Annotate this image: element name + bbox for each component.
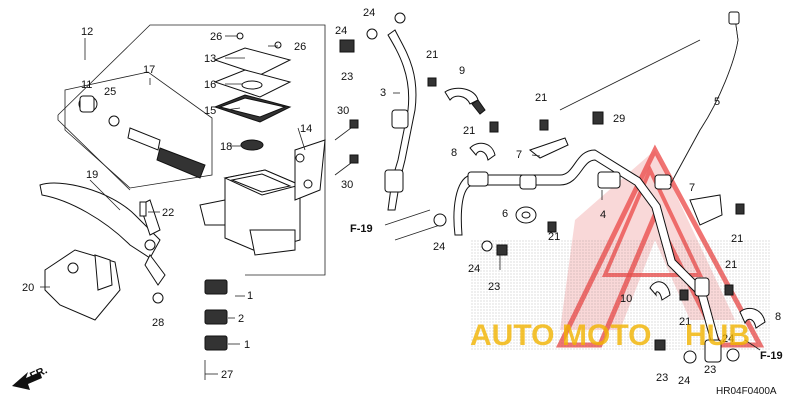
clamp-6 <box>515 206 537 224</box>
callout-7a: 7 <box>516 149 522 161</box>
callout-18: 18 <box>220 141 232 153</box>
callout-21c: 21 <box>535 92 547 104</box>
callout-21f: 21 <box>725 259 737 271</box>
callout-11: 11 <box>81 79 92 91</box>
callout-21a: 21 <box>426 49 438 61</box>
brake-hose-3 <box>339 12 417 211</box>
callout-23c: 23 <box>656 372 668 384</box>
callout-10: 10 <box>620 293 632 305</box>
callout-2: 2 <box>238 313 244 325</box>
brake-pipe-5 <box>669 11 740 186</box>
callout-3: 3 <box>380 87 386 99</box>
callout-30b: 30 <box>341 179 353 191</box>
callout-21b: 21 <box>463 125 475 137</box>
front-label: FR. <box>28 364 49 382</box>
callout-8b: 8 <box>775 311 781 323</box>
master-cylinder-body <box>199 139 326 256</box>
callout-15: 15 <box>204 105 216 117</box>
callout-13: 13 <box>204 53 216 65</box>
callout-24e: 24 <box>722 333 734 345</box>
ref-label-right: F-19 <box>760 350 783 362</box>
callout-8a: 8 <box>451 147 457 159</box>
callout-24a: 24 <box>363 7 375 19</box>
clamp-8-right <box>739 307 766 329</box>
leader-lines <box>40 35 761 375</box>
callout-23d: 23 <box>704 364 716 376</box>
brake-pipes-4 <box>453 149 722 363</box>
callout-17: 17 <box>143 64 155 76</box>
watermark-moto: MOTO <box>562 319 651 352</box>
ref-label-left: F-19 <box>350 223 373 235</box>
pivot-bolt-and-nut <box>139 201 164 304</box>
clamp-8-left <box>469 142 496 161</box>
callout-20: 20 <box>22 282 34 294</box>
callout-27: 27 <box>221 369 233 381</box>
callout-24b: 24 <box>335 25 347 37</box>
clamp-10 <box>649 281 671 301</box>
callout-28: 28 <box>152 317 164 329</box>
brake-lever <box>39 182 166 286</box>
callout-14: 14 <box>300 123 312 135</box>
callout-30a: 30 <box>337 105 349 117</box>
callout-4: 4 <box>600 209 606 221</box>
front-direction-arrow <box>12 372 42 390</box>
callout-29: 29 <box>613 113 625 125</box>
callout-19: 19 <box>86 169 98 181</box>
diagram-code: HR04F0400A <box>716 386 777 397</box>
callout-25: 25 <box>104 86 116 98</box>
callout-labels: 12 17 11 25 26 26 13 16 15 14 18 30 30 1… <box>22 7 781 387</box>
callout-24f: 24 <box>678 375 690 387</box>
brake-switches <box>204 279 228 380</box>
callout-24c: 24 <box>433 241 445 253</box>
callout-1a: 1 <box>247 290 253 302</box>
callout-26b: 26 <box>294 41 306 53</box>
callout-23b: 23 <box>488 281 500 293</box>
callout-22: 22 <box>162 207 174 219</box>
master-cylinder-frame <box>57 24 326 276</box>
callout-21g: 21 <box>679 316 691 328</box>
fasteners <box>427 77 745 364</box>
callout-5: 5 <box>714 96 720 108</box>
callout-21e: 21 <box>731 233 743 245</box>
callout-9: 9 <box>459 65 465 77</box>
clamp-9 <box>444 87 486 115</box>
callout-26a: 26 <box>210 31 222 43</box>
callout-6: 6 <box>502 208 508 220</box>
callout-1b: 1 <box>244 339 250 351</box>
callout-16: 16 <box>204 79 216 91</box>
watermark-text: AUTO MOTO HUB <box>470 319 750 352</box>
watermark-auto: AUTO <box>470 319 554 352</box>
ref-lines <box>384 209 441 241</box>
reservoir-cap-stack <box>213 32 292 123</box>
lever-boot <box>44 249 121 321</box>
callout-12: 12 <box>81 26 93 38</box>
bolts-30 <box>334 119 359 176</box>
piston-assembly <box>78 95 206 179</box>
callout-24d: 24 <box>468 263 480 275</box>
callout-21d: 21 <box>548 231 560 243</box>
callout-7b: 7 <box>689 182 695 194</box>
watermark-hub: HUB <box>685 319 750 352</box>
callout-23a: 23 <box>341 71 353 83</box>
